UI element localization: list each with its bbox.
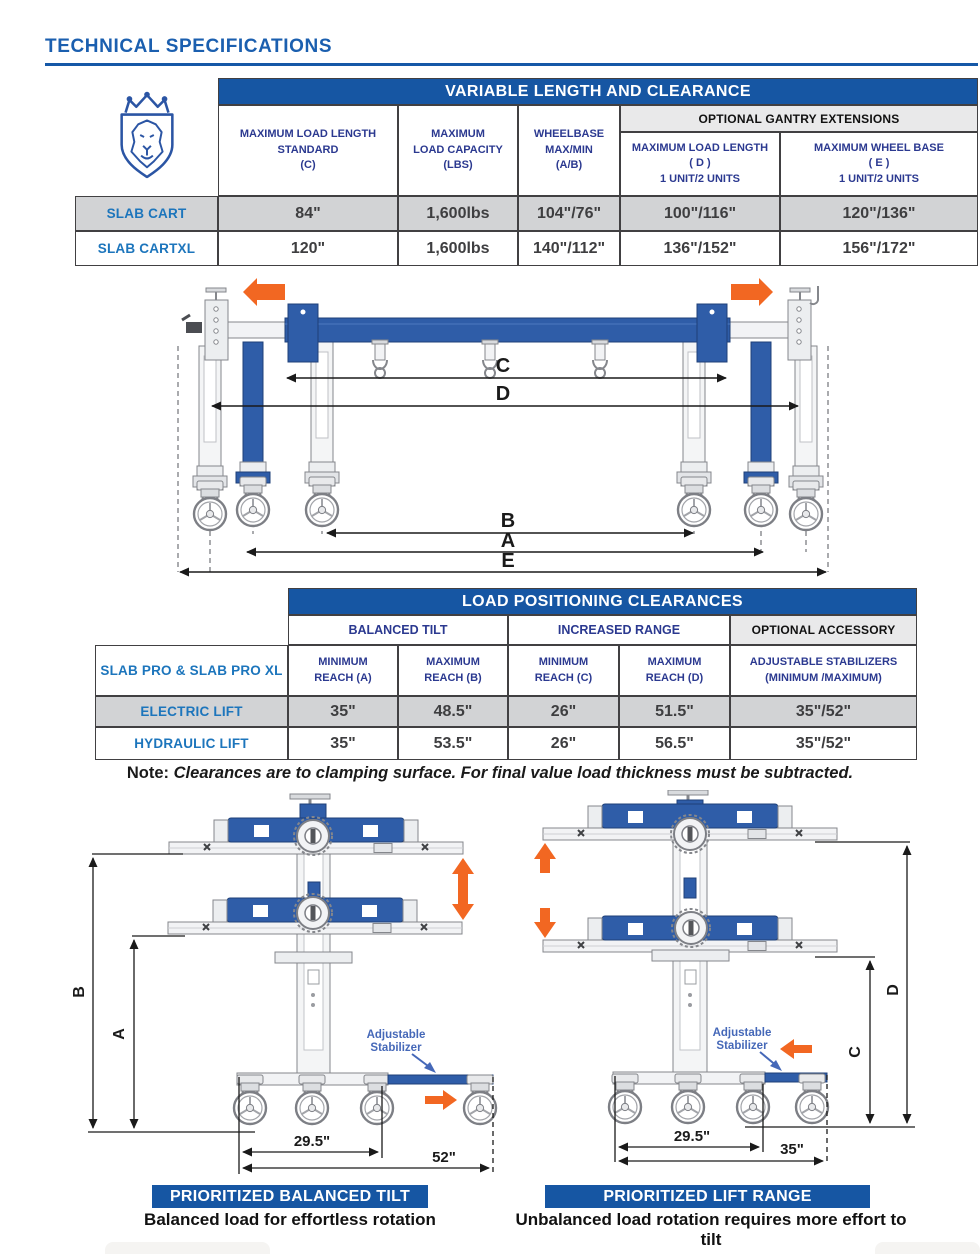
table-cell: 48.5" bbox=[398, 696, 508, 727]
dimension-lines bbox=[614, 841, 915, 1166]
group-balanced-tilt: BALANCED TILT bbox=[288, 615, 508, 645]
table-cell: 156"/172" bbox=[780, 231, 978, 266]
title-underline bbox=[45, 63, 978, 66]
dim-label-d: D bbox=[885, 984, 902, 996]
watermark-fragment bbox=[875, 1242, 980, 1254]
table-cell: 84" bbox=[218, 196, 398, 231]
table-cell: 100"/116" bbox=[620, 196, 780, 231]
table-cell: 120"/136" bbox=[780, 196, 978, 231]
col-header-max-reach-b: MAXIMUM REACH (B) bbox=[398, 645, 508, 696]
stabilizer-callout: Adjustable Stabilizer bbox=[367, 1029, 436, 1073]
table-cell: 35"/52" bbox=[730, 727, 917, 760]
table-cell: 56.5" bbox=[619, 727, 730, 760]
group-header-gantry-extensions: OPTIONAL GANTRY EXTENSIONS bbox=[620, 105, 978, 132]
watermark-fragment bbox=[105, 1242, 270, 1254]
dim-label-c: C bbox=[496, 355, 510, 377]
table-cell: 51.5" bbox=[619, 696, 730, 727]
row-label-slab-cartxl: SLAB CARTXL bbox=[75, 231, 218, 266]
row-label-electric-lift: ELECTRIC LIFT bbox=[95, 696, 288, 727]
dim-label-b: B bbox=[71, 986, 88, 998]
variable-length-clearance-table: VARIABLE LENGTH AND CLEARANCE MAXIMUM LO… bbox=[75, 78, 978, 266]
dim-label-e: E bbox=[501, 550, 514, 572]
dimension-lines bbox=[88, 853, 494, 1174]
dim-total-width: 35" bbox=[780, 1141, 804, 1158]
table-cell: 53.5" bbox=[398, 727, 508, 760]
table-cell: 26" bbox=[508, 727, 619, 760]
callout-line1: Adjustable bbox=[367, 1029, 426, 1041]
lift-range-caption: Unbalanced load rotation requires more e… bbox=[515, 1210, 907, 1249]
table-cell: 35" bbox=[288, 696, 398, 727]
callout-line2: Stabilizer bbox=[370, 1042, 422, 1054]
load-positioning-table: LOAD POSITIONING CLEARANCES BALANCED TIL… bbox=[95, 588, 917, 760]
clearance-note: Note: Clearances are to clamping surface… bbox=[0, 764, 980, 783]
brand-logo-cell bbox=[75, 78, 218, 196]
lift-range-diagram: D C 29.5" 35" Adjustable Stabilizer bbox=[534, 790, 915, 1166]
col-header-adjustable-stabilizers: ADJUSTABLE STABILIZERS (MINIMUM /MAXIMUM… bbox=[730, 645, 917, 696]
dim-label-b: B bbox=[501, 510, 515, 532]
col-header-wheel-base-e: MAXIMUM WHEEL BASE ( E ) 1 UNIT/2 UNITS bbox=[780, 132, 978, 196]
dim-base-width: 29.5" bbox=[674, 1128, 710, 1145]
dim-label-a: A bbox=[111, 1028, 128, 1040]
col-header-load-length-standard: MAXIMUM LOAD LENGTH STANDARD (C) bbox=[218, 105, 398, 196]
table-cell: 1,600lbs bbox=[398, 231, 518, 266]
gantry-cart-diagram: C D B A E bbox=[177, 278, 829, 577]
col-header-load-length-d: MAXIMUM LOAD LENGTH ( D ) 1 UNIT/2 UNITS bbox=[620, 132, 780, 196]
gantry-beam bbox=[284, 303, 731, 363]
dim-total-width: 52" bbox=[432, 1149, 456, 1166]
table-cell: 104"/76" bbox=[518, 196, 620, 231]
table-cell: 140"/112" bbox=[518, 231, 620, 266]
table-cell: 35" bbox=[288, 727, 398, 760]
extend-right-arrow-icon bbox=[731, 278, 773, 306]
balanced-tilt-title: PRIORITIZED BALANCED TILT bbox=[152, 1185, 428, 1208]
lion-crest-logo bbox=[119, 91, 174, 179]
table-cell: 1,600lbs bbox=[398, 196, 518, 231]
machine-body bbox=[167, 793, 464, 1126]
note-prefix: Note: bbox=[126, 764, 170, 782]
callout-line1: Adjustable bbox=[713, 1027, 772, 1039]
col-header-load-capacity: MAXIMUM LOAD CAPACITY (LBS) bbox=[398, 105, 518, 196]
dim-label-c: C bbox=[847, 1046, 864, 1058]
table2-title: LOAD POSITIONING CLEARANCES bbox=[288, 588, 917, 615]
extend-left-arrow-icon bbox=[243, 278, 285, 306]
balanced-tilt-caption: Balanced load for effortless rotation bbox=[144, 1210, 436, 1229]
stabilizer-callout: Adjustable Stabilizer bbox=[713, 1027, 782, 1071]
balanced-tilt-diagram: B A 29.5" 52" Adjustable Stabilizer bbox=[71, 793, 498, 1174]
table-cell: 35"/52" bbox=[730, 696, 917, 727]
table-cell: 26" bbox=[508, 696, 619, 727]
col-header-min-reach-a: MINIMUM REACH (A) bbox=[288, 645, 398, 696]
dimension-lines bbox=[179, 373, 827, 577]
row-header-slab-pro: SLAB PRO & SLAB PRO XL bbox=[95, 645, 288, 696]
col-header-wheelbase: WHEELBASE MAX/MIN (A/B) bbox=[518, 105, 620, 196]
dim-label-d: D bbox=[496, 383, 510, 405]
stabilizer-extend-arrow-icon bbox=[425, 1090, 457, 1110]
col-header-max-reach-d: MAXIMUM REACH (D) bbox=[619, 645, 730, 696]
stabilizer-retract-arrow-icon bbox=[780, 1039, 812, 1059]
note-text: Clearances are to clamping surface. For … bbox=[173, 764, 854, 782]
empty-cell bbox=[95, 588, 288, 645]
row-label-slab-cart: SLAB CART bbox=[75, 196, 218, 231]
dim-base-width: 29.5" bbox=[294, 1133, 330, 1150]
beam-hooks bbox=[371, 339, 609, 379]
callout-line2: Stabilizer bbox=[716, 1040, 768, 1052]
lift-down-arrow-icon bbox=[534, 908, 556, 938]
adjustable-stabilizer-plate bbox=[764, 1072, 830, 1125]
page-title: TECHNICAL SPECIFICATIONS bbox=[45, 36, 333, 57]
col-header-min-reach-c: MINIMUM REACH (C) bbox=[508, 645, 619, 696]
lift-range-title: PRIORITIZED LIFT RANGE bbox=[545, 1185, 870, 1208]
dim-label-a: A bbox=[501, 530, 515, 552]
lift-up-arrow-icon bbox=[534, 843, 556, 873]
lift-range-arrow-icon bbox=[452, 858, 474, 920]
table1-title: VARIABLE LENGTH AND CLEARANCE bbox=[218, 78, 978, 105]
group-optional-accessory: OPTIONAL ACCESSORY bbox=[730, 615, 917, 645]
group-increased-range: INCREASED RANGE bbox=[508, 615, 730, 645]
gantry-extension-right bbox=[729, 286, 819, 361]
table-cell: 136"/152" bbox=[620, 231, 780, 266]
row-label-hydraulic-lift: HYDRAULIC LIFT bbox=[95, 727, 288, 760]
table-cell: 120" bbox=[218, 231, 398, 266]
